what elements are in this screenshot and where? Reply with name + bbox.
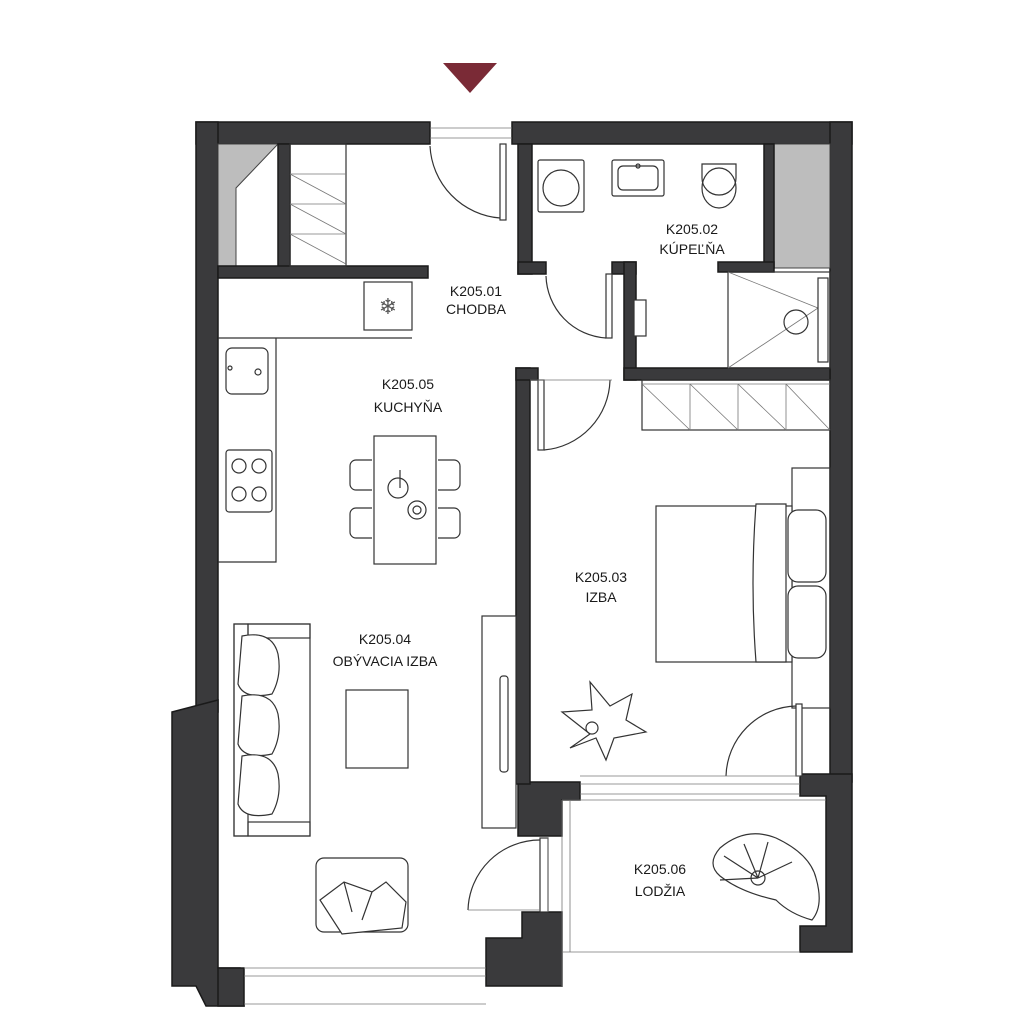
- fridge: ❄: [363, 281, 413, 331]
- svg-text:K205.03: K205.03: [575, 569, 627, 585]
- svg-text:K205.01: K205.01: [450, 283, 502, 299]
- entrance-door: [429, 127, 512, 221]
- svg-text:LODŽIA: LODŽIA: [635, 883, 686, 899]
- svg-text:K205.06: K205.06: [634, 861, 686, 877]
- interior-walls: [217, 143, 831, 785]
- room-label-izba: K205.03 IZBA: [575, 569, 627, 605]
- dining-table: [349, 435, 461, 565]
- living-window: [244, 967, 486, 1005]
- wardrobe-hall: [289, 143, 347, 267]
- armchair: [315, 857, 409, 935]
- bedroom-door: [530, 379, 612, 451]
- living-balcony-door: [467, 837, 549, 913]
- shaft-left: [217, 143, 280, 269]
- kitchen-counter: [218, 337, 412, 563]
- lodzia-area: [561, 799, 826, 986]
- svg-text:IZBA: IZBA: [585, 589, 617, 605]
- sofa: [233, 623, 311, 837]
- entrance-arrow-icon: [443, 63, 497, 93]
- room-label-kuchyna: K205.05 KUCHYŇA: [374, 376, 443, 415]
- room-label-chodba: K205.01 CHODBA: [446, 283, 507, 317]
- lounge-chair: [712, 833, 820, 921]
- plant: [560, 680, 648, 762]
- bathroom-fixtures: [537, 159, 831, 369]
- room-label-kupelna: K205.02 KÚPEĽŇA: [659, 221, 725, 257]
- svg-text:KUCHYŇA: KUCHYŇA: [374, 399, 443, 415]
- exterior-walls: [171, 121, 853, 1007]
- bedroom-balcony-door: [580, 703, 803, 795]
- tv-unit: [481, 615, 517, 829]
- svg-text:❄: ❄: [379, 295, 397, 320]
- room-label-obyvacia: K205.04 OBÝVACIA IZBA: [333, 631, 438, 669]
- wardrobe-bedroom: [641, 379, 831, 431]
- svg-text:K205.04: K205.04: [359, 631, 411, 647]
- bed: [655, 467, 831, 709]
- svg-text:KÚPEĽŇA: KÚPEĽŇA: [659, 241, 725, 257]
- svg-text:K205.02: K205.02: [666, 221, 718, 237]
- svg-text:OBÝVACIA IZBA: OBÝVACIA IZBA: [333, 653, 438, 669]
- svg-text:CHODBA: CHODBA: [446, 301, 507, 317]
- room-label-lodzia: K205.06 LODŽIA: [634, 861, 686, 899]
- svg-text:K205.05: K205.05: [382, 376, 434, 392]
- coffee-table: [345, 689, 409, 769]
